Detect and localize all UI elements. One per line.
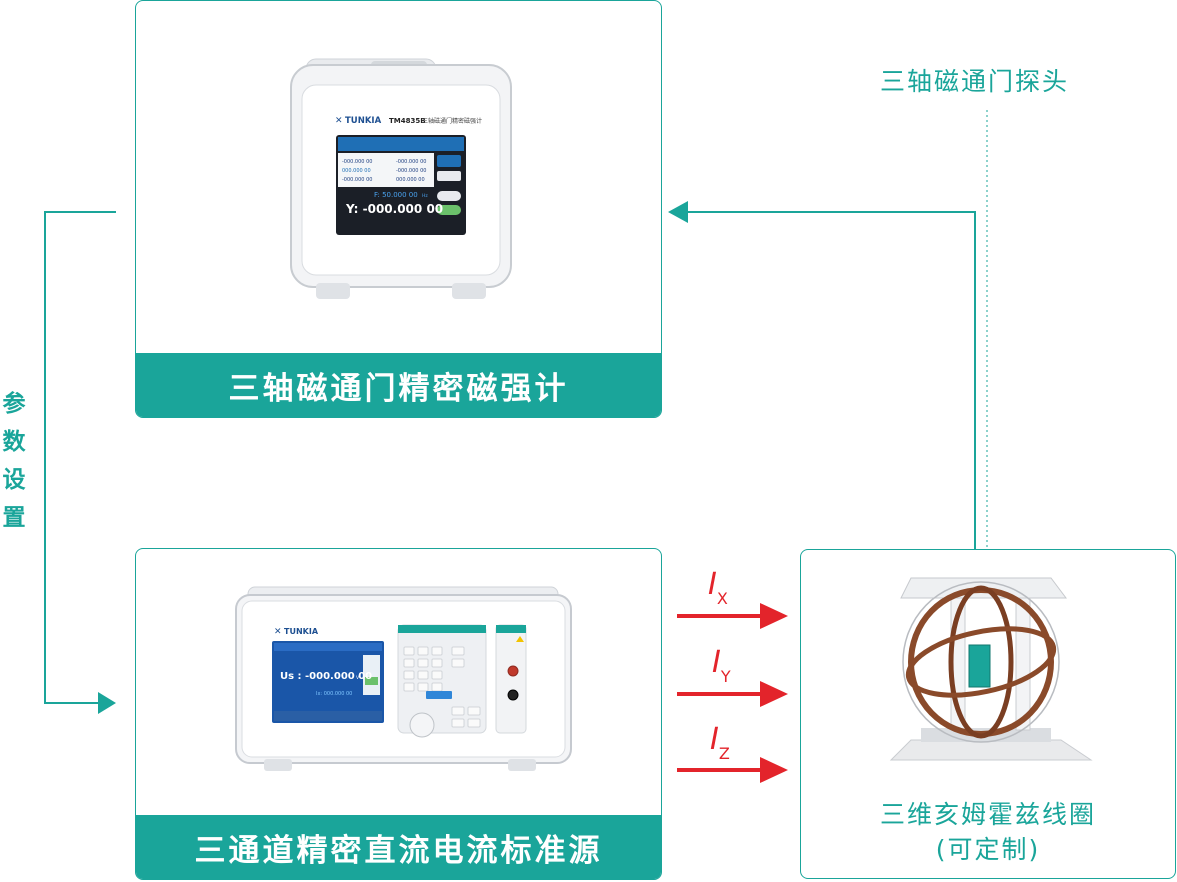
param-line: [44, 211, 116, 704]
fluxgate-probe: [968, 644, 991, 688]
svg-text:F: 50.000 00: F: 50.000 00: [374, 191, 418, 199]
current-label-x: IX: [708, 567, 728, 608]
probe-label: 三轴磁通门探头: [880, 67, 1070, 96]
current-arrows: [677, 603, 788, 783]
coil-panel: 三维亥姆霍兹线圈 (可定制): [800, 549, 1176, 879]
output-terminal-red: [507, 665, 519, 677]
current-source-device: ✕ TUNKIA Us : -000.000 00 V Ix: 000.000 …: [235, 586, 572, 771]
magnetometer-title: 三轴磁通门精密磁强计: [136, 353, 661, 417]
svg-text:-000.000 00: -000.000 00: [342, 177, 372, 183]
svg-text:000.000 00: 000.000 00: [342, 168, 371, 174]
magnetometer-device: ✕ TUNKIA TM4835B 三轴磁通门精密磁强计 -000.000 00 …: [290, 58, 512, 299]
rotary-knob: [409, 712, 435, 738]
svg-text:三轴磁通门精密磁强计: 三轴磁通门精密磁强计: [422, 117, 482, 125]
svg-text:TUNKIA: TUNKIA: [284, 627, 319, 636]
svg-text:-000.000 00: -000.000 00: [396, 168, 426, 174]
svg-text:✕: ✕: [274, 627, 282, 637]
magnetometer-logo: ✕: [335, 116, 343, 126]
svg-text:-000.000 00: -000.000 00: [342, 159, 372, 165]
svg-text:Hz: Hz: [422, 193, 428, 199]
svg-text:TM4835B: TM4835B: [389, 117, 426, 125]
param-setting-label: 参 数 设 置: [2, 391, 26, 531]
svg-text:000.000 00: 000.000 00: [396, 177, 425, 183]
coil-title: 三维亥姆霍兹线圈: [879, 800, 1096, 829]
current-source-title: 三通道精密直流电流标准源: [136, 815, 661, 879]
magnetometer-panel: ✕ TUNKIA TM4835B 三轴磁通门精密磁强计 -000.000 00 …: [135, 0, 662, 418]
current-source-panel: ✕ TUNKIA Us : -000.000 00 V Ix: 000.000 …: [135, 548, 662, 880]
coil-subtitle: (可定制): [935, 835, 1041, 864]
current-label-y: IY: [712, 645, 731, 686]
svg-text:-000.000 00: -000.000 00: [396, 159, 426, 165]
param-arrowhead: [98, 692, 116, 714]
current-label-z: IZ: [710, 722, 730, 763]
helmholtz-coil: [889, 577, 1093, 761]
probe-signal-arrowhead: [668, 201, 688, 223]
probe-signal-line: [684, 211, 976, 560]
svg-text:V: V: [356, 675, 360, 681]
svg-text:Ix: 000.000 00: Ix: 000.000 00: [316, 691, 352, 697]
output-terminal-black: [507, 689, 519, 701]
svg-text:TUNKIA: TUNKIA: [345, 116, 382, 126]
svg-text:Us : -000.000 00: Us : -000.000 00: [280, 671, 372, 682]
svg-text:Y: -000.000 00: Y: -000.000 00: [345, 202, 443, 216]
current-source-screen: [272, 641, 384, 723]
